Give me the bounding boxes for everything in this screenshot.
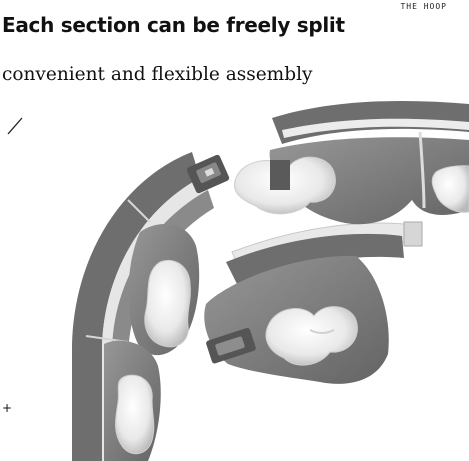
middle-arc-segment xyxy=(204,221,423,384)
plus-mark: + xyxy=(2,401,13,415)
top-right-arc-segment xyxy=(234,100,469,225)
massage-node-icon xyxy=(115,260,191,455)
headline: Each section can be freely split xyxy=(2,13,345,37)
slash-mark xyxy=(7,117,23,135)
subline: convenient and flexible assembly xyxy=(2,64,313,85)
brand-label: THE HOOP xyxy=(400,2,447,11)
